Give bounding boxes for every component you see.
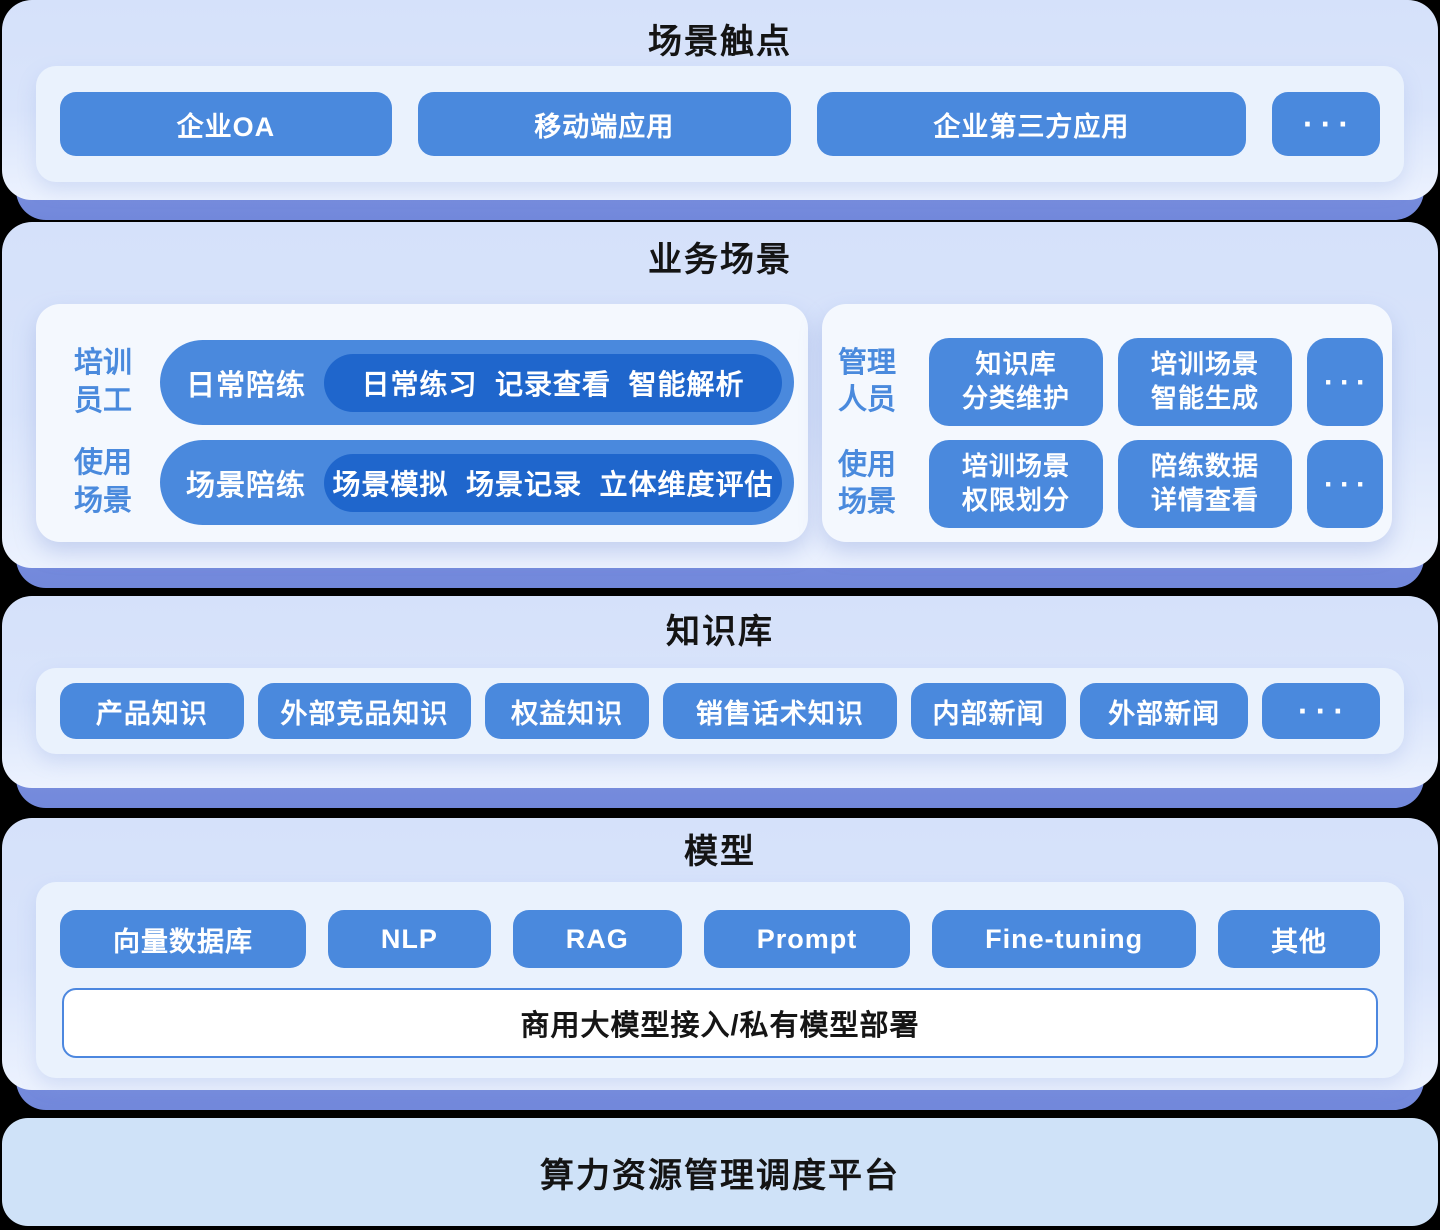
business-title: 业务场景 [648, 241, 792, 279]
pill-label: 日常陪练 [186, 369, 307, 402]
business-panel: 业务场景 培训 员工 日常陪练 日常练习 记录查看 智能解析 使用 场景 场景陪… [2, 222, 1438, 568]
knowledge-item-competitor: 外部竞品知识 [257, 683, 472, 739]
section-touchpoints: 场景触点 企业OA 移动端应用 企业第三方应用 ··· [0, 0, 1440, 220]
ellipsis-button: ··· [1262, 683, 1381, 739]
manager-row-1: 管理 人员 知识库 分类维护 培训场景 智能生成 ··· [838, 338, 1384, 426]
model-item-rag: RAG [512, 910, 682, 968]
knowledge-panel: 知识库 产品知识 外部竞品知识 权益知识 销售话术知识 内部新闻 外部新闻 ··… [2, 596, 1438, 788]
manager-scenarios-card: 管理 人员 知识库 分类维护 培训场景 智能生成 ··· 使用 场景 培训场景 … [822, 304, 1392, 542]
employee-row-daily: 培训 员工 日常陪练 日常练习 记录查看 智能解析 [74, 340, 794, 425]
knowledge-item-internal-news: 内部新闻 [910, 683, 1067, 739]
daily-practice-pill: 日常陪练 日常练习 记录查看 智能解析 [160, 340, 794, 425]
employee-usage-label: 使用 场景 [74, 447, 133, 517]
model-title: 模型 [684, 833, 756, 871]
knowledge-item-external-news: 外部新闻 [1080, 683, 1249, 739]
ellipsis-button: ··· [1272, 92, 1381, 156]
model-tray: 向量数据库 NLP RAG Prompt Fine-tuning 其他 商用大模… [36, 882, 1404, 1078]
pill-items: 日常练习 记录查看 智能解析 [324, 353, 782, 412]
model-access-bar: 商用大模型接入/私有模型部署 [62, 988, 1378, 1058]
section-business: 业务场景 培训 员工 日常陪练 日常练习 记录查看 智能解析 使用 场景 场景陪… [0, 222, 1440, 588]
scene-generation-block: 培训场景 智能生成 [1118, 338, 1292, 426]
touchpoint-item-thirdparty: 企业第三方应用 [816, 92, 1247, 156]
model-panel: 模型 向量数据库 NLP RAG Prompt Fine-tuning 其他 商… [2, 818, 1438, 1090]
touchpoints-title: 场景触点 [648, 23, 792, 61]
scenario-practice-pill: 场景陪练 场景模拟 场景记录 立体维度评估 [160, 440, 794, 525]
pill-label: 场景陪练 [186, 469, 307, 502]
manager-usage-label: 使用 场景 [838, 448, 897, 518]
employee-role-label: 培训 员工 [74, 347, 133, 417]
kb-maintenance-block: 知识库 分类维护 [929, 338, 1103, 426]
touchpoint-item-oa: 企业OA [60, 92, 392, 156]
data-detail-block: 陪练数据 详情查看 [1118, 440, 1292, 528]
permission-block: 培训场景 权限划分 [929, 440, 1103, 528]
employee-row-scenario: 使用 场景 场景陪练 场景模拟 场景记录 立体维度评估 [74, 440, 794, 525]
touchpoints-tray: 企业OA 移动端应用 企业第三方应用 ··· [36, 66, 1404, 182]
employee-scenarios-card: 培训 员工 日常陪练 日常练习 记录查看 智能解析 使用 场景 场景陪练 场景模… [36, 304, 808, 542]
touchpoint-item-mobile: 移动端应用 [417, 92, 791, 156]
pill-items: 场景模拟 场景记录 立体维度评估 [324, 453, 782, 512]
knowledge-tray: 产品知识 外部竞品知识 权益知识 销售话术知识 内部新闻 外部新闻 ··· [36, 668, 1404, 754]
section-model: 模型 向量数据库 NLP RAG Prompt Fine-tuning 其他 商… [0, 818, 1440, 1110]
knowledge-item-product: 产品知识 [60, 683, 244, 739]
model-button-row: 向量数据库 NLP RAG Prompt Fine-tuning 其他 [60, 910, 1380, 968]
ellipsis-button: ··· [1307, 338, 1383, 426]
model-item-prompt: Prompt [703, 910, 911, 968]
knowledge-title: 知识库 [666, 613, 774, 651]
compute-platform-bar: 算力资源管理调度平台 [2, 1118, 1438, 1226]
model-item-finetuning: Fine-tuning [932, 910, 1197, 968]
model-item-nlp: NLP [327, 910, 491, 968]
touchpoints-panel: 场景触点 企业OA 移动端应用 企业第三方应用 ··· [2, 0, 1438, 200]
manager-row-2: 使用 场景 培训场景 权限划分 陪练数据 详情查看 ··· [838, 440, 1384, 528]
knowledge-item-rights: 权益知识 [485, 683, 650, 739]
section-knowledge: 知识库 产品知识 外部竞品知识 权益知识 销售话术知识 内部新闻 外部新闻 ··… [0, 596, 1440, 808]
ellipsis-button: ··· [1307, 440, 1383, 528]
knowledge-item-sales-script: 销售话术知识 [663, 683, 897, 739]
manager-role-label: 管理 人员 [838, 346, 897, 416]
model-item-vector-db: 向量数据库 [60, 910, 306, 968]
model-item-other: 其他 [1218, 910, 1380, 968]
